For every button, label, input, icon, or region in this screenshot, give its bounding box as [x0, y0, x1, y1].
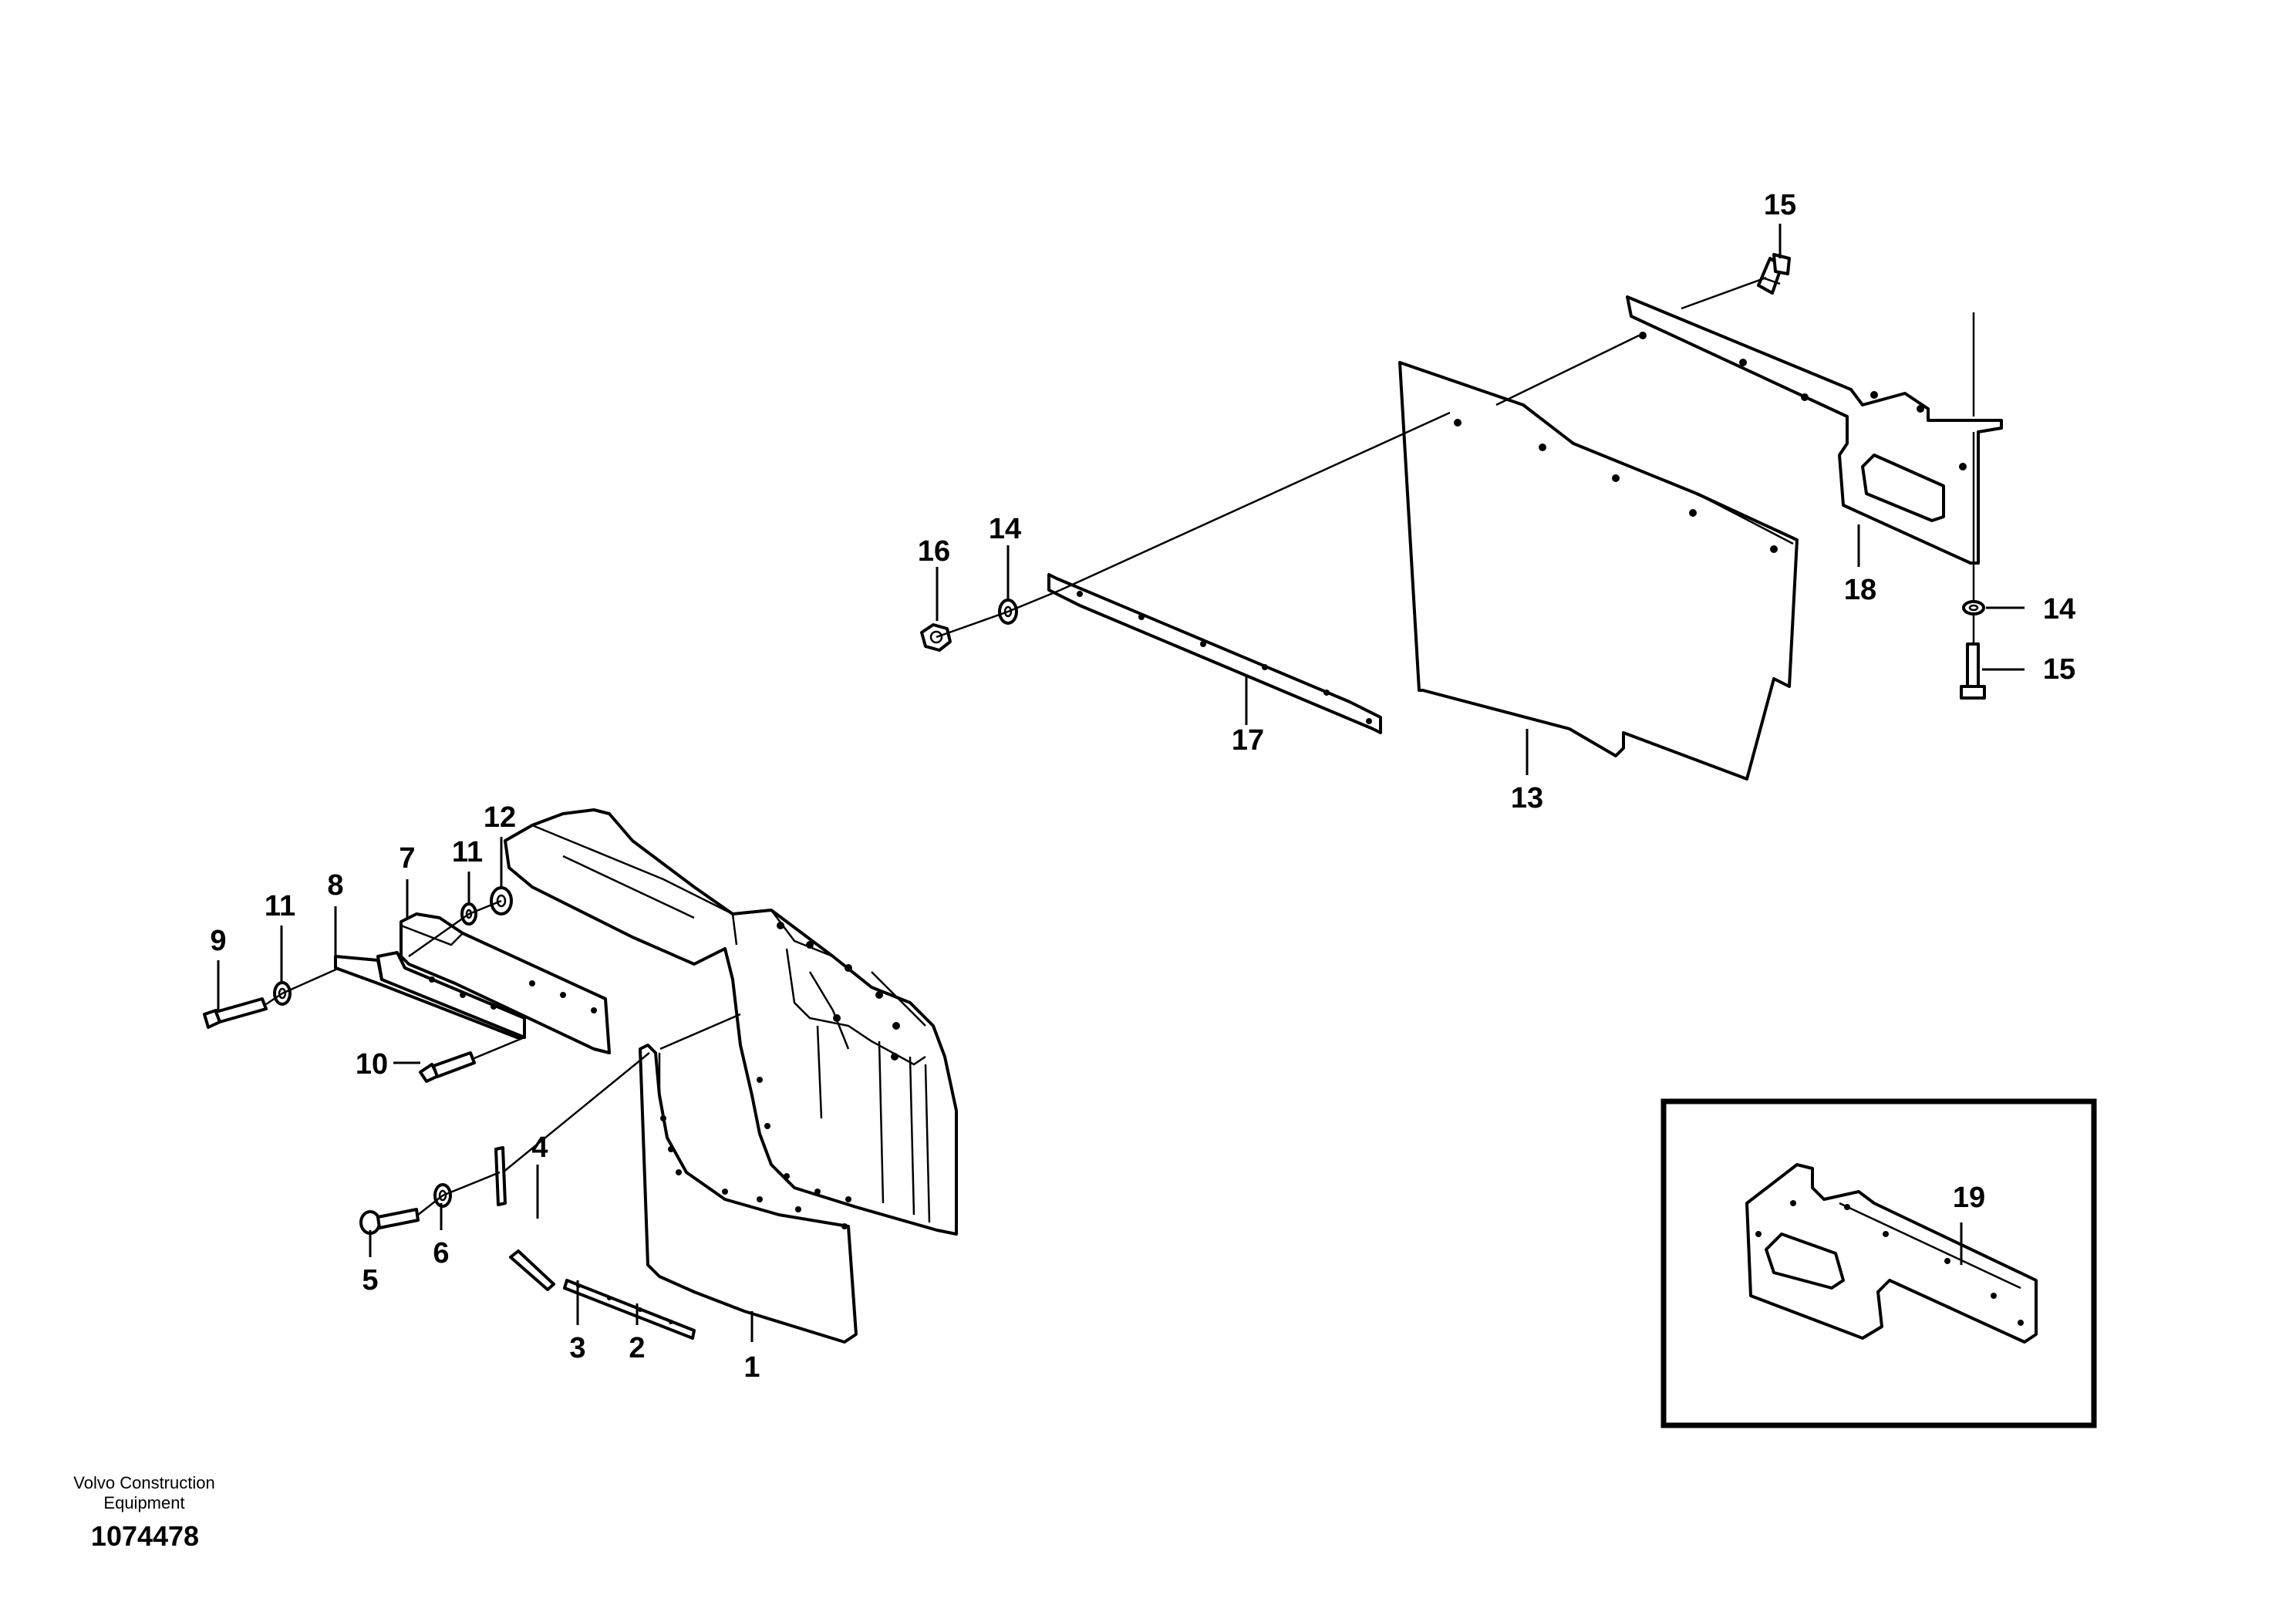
- callout-19: 19: [1953, 1182, 1985, 1214]
- callout-3: 3: [569, 1332, 585, 1364]
- callout-18: 18: [1844, 574, 1876, 606]
- panel-13: [1398, 361, 1799, 781]
- callout-15-lower: 15: [2043, 653, 2075, 686]
- callout-7: 7: [399, 842, 415, 875]
- callout-11-left: 11: [265, 890, 295, 922]
- callout-16: 16: [918, 535, 950, 568]
- strip-17: [1047, 573, 1382, 734]
- callout-17: 17: [1232, 724, 1264, 757]
- callout-14-left: 14: [989, 513, 1021, 545]
- drawing-number: 1074478: [91, 1520, 199, 1552]
- callout-labels: 1 2 3 4 5 6 7 8 9 10 11 11 12 13 14 14 1…: [210, 189, 2075, 1384]
- callout-8: 8: [327, 869, 343, 902]
- bolt-10: [419, 1051, 476, 1083]
- nut-16: [920, 623, 952, 652]
- leader-lines: [217, 224, 2025, 1342]
- callout-1: 1: [743, 1351, 760, 1384]
- assembly-lines-top: [936, 276, 1975, 644]
- brand-line-2: Equipment: [103, 1493, 184, 1512]
- callout-2: 2: [629, 1332, 645, 1364]
- callout-6: 6: [433, 1237, 449, 1270]
- strips-2-3: [563, 1279, 696, 1340]
- strip-4b: [509, 1249, 555, 1291]
- callout-14-right: 14: [2043, 593, 2075, 626]
- footer: Volvo Construction Equipment 1074478: [73, 1473, 214, 1552]
- callout-4: 4: [531, 1131, 548, 1164]
- bolt-15-lower: [1960, 642, 1986, 700]
- callout-5: 5: [362, 1264, 378, 1297]
- bolt-5: [359, 1208, 420, 1235]
- strip-4a: [494, 1146, 507, 1206]
- inset-box: [1660, 1098, 2097, 1428]
- brand-line-1: Volvo Construction: [73, 1473, 214, 1492]
- callout-10: 10: [356, 1048, 388, 1081]
- bolt-9: [203, 997, 268, 1029]
- washer-14-right: [1962, 600, 1985, 615]
- callout-15-top: 15: [1764, 189, 1796, 221]
- bracket-18: [1626, 295, 2003, 565]
- callout-11-right: 11: [452, 836, 483, 868]
- fender: [504, 808, 958, 1236]
- assembly-lines-bottom: [265, 899, 741, 1216]
- callout-13: 13: [1511, 782, 1543, 814]
- bolt-15-top: [1757, 253, 1791, 295]
- bracket-19: [1745, 1163, 2038, 1344]
- mud-flap-1: [639, 1044, 858, 1344]
- bracket-7: [400, 912, 611, 1054]
- callout-9: 9: [210, 925, 226, 957]
- callout-12: 12: [484, 801, 516, 834]
